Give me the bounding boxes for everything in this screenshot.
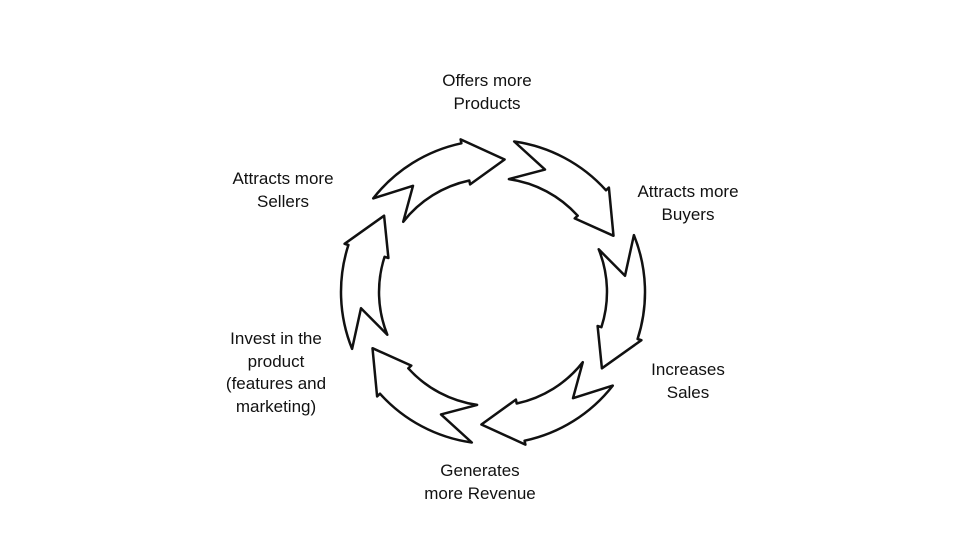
- arrow-buyers-to-sales: [596, 233, 647, 370]
- step-label-line: (features and: [225, 374, 327, 393]
- step-label-line: Offers more: [442, 71, 532, 90]
- step-label-attracts-more-buyers: Attracts more Buyers: [637, 181, 738, 226]
- step-label-line: more Revenue: [424, 483, 536, 503]
- arrow-invest-to-sellers: [339, 214, 390, 351]
- step-label-line: Increases: [651, 360, 725, 379]
- step-label-line: Sales: [666, 382, 710, 402]
- step-label-line: Sellers: [257, 191, 309, 211]
- step-label-invest-in-product: Invest in the product (features and mark…: [226, 328, 326, 418]
- arrow-sales-to-revenue: [480, 360, 615, 446]
- step-label-line: product: [247, 351, 305, 371]
- arrow-sellers-to-offers: [371, 138, 506, 224]
- step-label-line: Invest in the: [230, 329, 322, 348]
- step-label-attracts-more-sellers: Attracts more Sellers: [232, 168, 333, 213]
- step-label-offers-more-products: Offers more Products: [442, 70, 531, 115]
- step-label-line: marketing): [235, 396, 317, 416]
- step-label-line: Generates: [440, 461, 520, 480]
- step-label-line: Attracts more: [232, 169, 334, 188]
- arrow-revenue-to-invest: [371, 346, 479, 444]
- step-label-line: Buyers: [661, 204, 715, 224]
- step-label-line: Attracts more: [637, 182, 739, 201]
- step-label-increases-sales: Increases Sales: [651, 359, 725, 404]
- step-label-generates-more-revenue: Generates more Revenue: [424, 460, 536, 505]
- arrow-offers-to-buyers: [507, 140, 615, 238]
- step-label-line: Products: [453, 93, 521, 113]
